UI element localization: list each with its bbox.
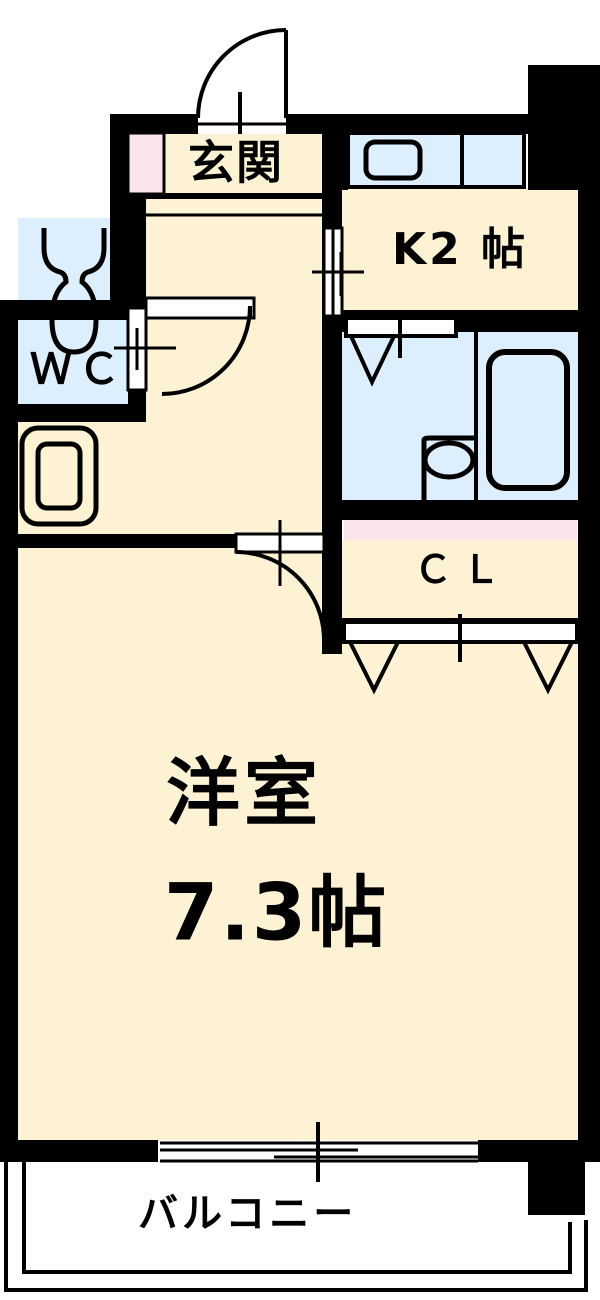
entrance-door[interactable]	[196, 28, 288, 134]
kitchen-label: K2 帖	[392, 224, 528, 275]
shoebox-icon	[126, 131, 166, 196]
entrance-door-swing	[196, 28, 288, 134]
living-door-swing	[235, 550, 326, 641]
wall-wc-bottom	[0, 404, 146, 422]
room-door-leaf-top	[144, 296, 256, 320]
living-door-leaf	[234, 520, 326, 586]
closet-door[interactable]	[342, 614, 579, 695]
wall-wc-top-inner	[0, 300, 18, 420]
balcony-window[interactable]	[158, 1122, 478, 1182]
bath-door-leaves	[344, 316, 458, 387]
living-room-name: 洋室	[166, 751, 322, 837]
kitchen-sink-icon	[363, 139, 423, 181]
room-door-swing-top	[161, 305, 252, 396]
genkan-step-line	[132, 194, 322, 217]
balcony-outline	[4, 1154, 588, 1292]
kitchen-door[interactable]	[312, 226, 364, 318]
wc-door-leaves	[114, 306, 176, 392]
wall-bath-closet	[340, 500, 585, 520]
wall-balcony-right-block	[528, 1140, 585, 1215]
wc-label: ＷＣ	[30, 345, 126, 394]
kitchen-counter	[346, 131, 526, 189]
wall-genkan-left	[110, 114, 128, 304]
sink-icon	[19, 425, 99, 527]
bathtub-icon	[486, 349, 570, 491]
kitchen-door-leaves	[312, 226, 364, 318]
room-door-opening-top	[146, 298, 254, 318]
balcony-label: バルコニー	[138, 1191, 357, 1237]
living-door[interactable]	[234, 520, 326, 641]
living-room-size: 7.3帖	[164, 868, 388, 958]
kitchen-floor	[340, 188, 585, 313]
wc-door[interactable]	[114, 306, 176, 392]
wall-outer-left	[0, 300, 18, 1160]
wall-kitchen-counter-top	[340, 114, 585, 134]
wall-wc-top	[0, 300, 130, 320]
toilet-icon	[41, 228, 107, 355]
closet-door-leaves	[342, 614, 579, 695]
bath-door[interactable]	[344, 316, 458, 387]
room-door[interactable]	[144, 296, 256, 396]
shoebox-fill	[128, 132, 164, 195]
genkan-label: 玄関	[188, 136, 284, 190]
closet-label: ＣＬ	[414, 548, 510, 592]
drain-icon	[421, 435, 476, 502]
wall-outer-right	[578, 65, 600, 1160]
bath-room	[338, 328, 587, 504]
wall-kitchen-left	[340, 114, 348, 190]
